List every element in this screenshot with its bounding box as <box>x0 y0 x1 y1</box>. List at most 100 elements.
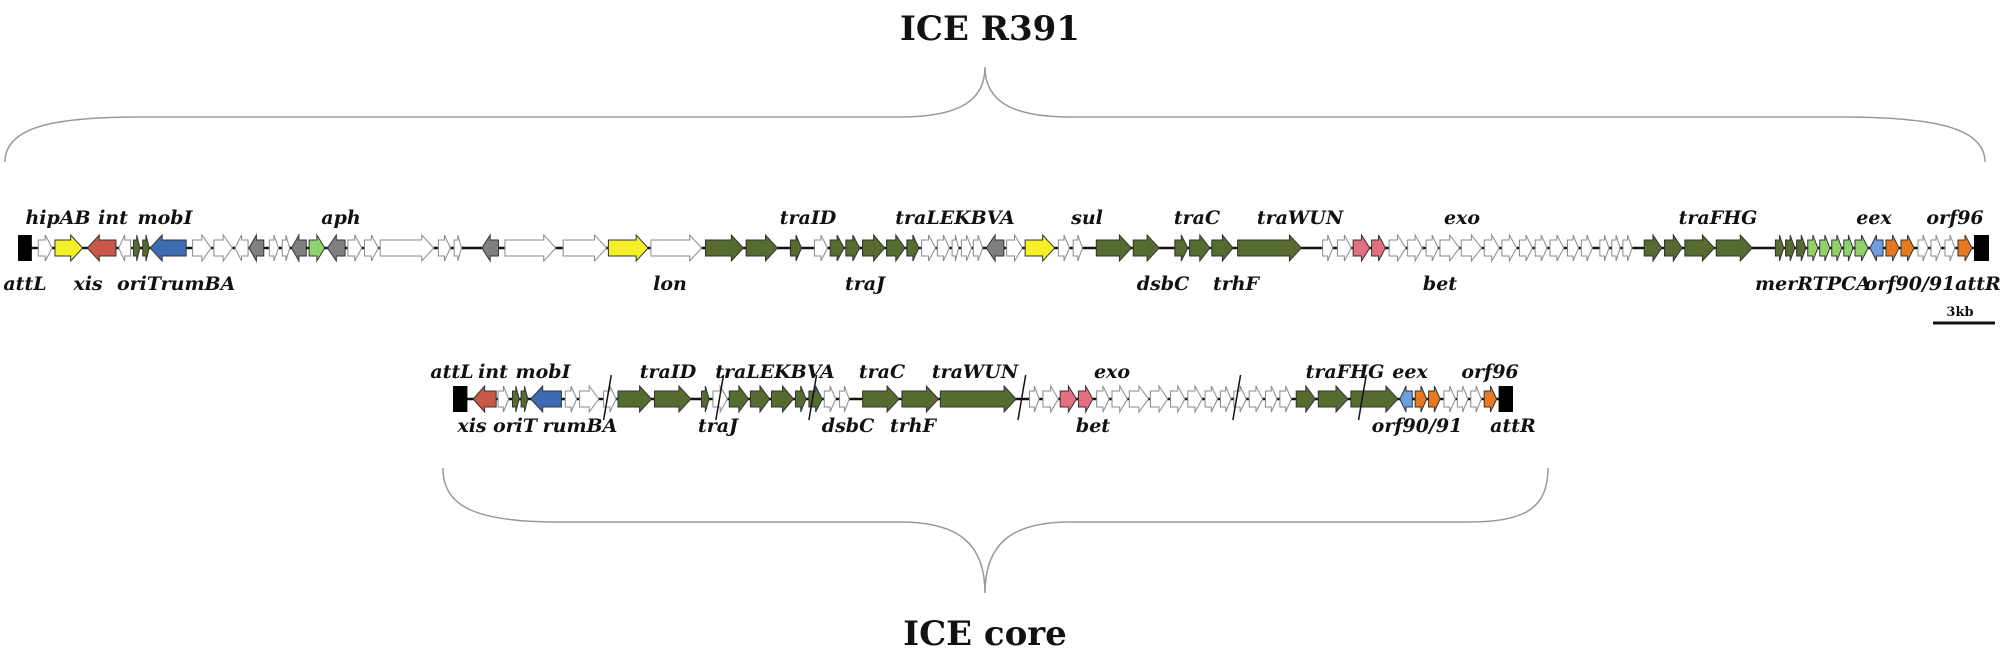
gene-arrow-white <box>281 234 291 262</box>
gene-arrow-white <box>1336 234 1352 262</box>
gene-arrow-green <box>886 233 906 263</box>
gene-arrow-red <box>472 384 497 414</box>
label-orf96: orf96 <box>1926 207 1983 229</box>
core-label-trafhg: traFHG <box>1306 361 1385 383</box>
gene-arrow-yellow <box>607 233 649 263</box>
gene-arrow-gray <box>290 233 307 263</box>
label-rumba: rumBA <box>161 273 236 295</box>
gene-arrow-green <box>745 233 779 263</box>
label-trafhg: traFHG <box>1679 207 1758 229</box>
gene-arrow-white <box>1170 384 1186 414</box>
gene-arrow-white <box>1265 385 1278 413</box>
label-exo: exo <box>1444 207 1480 229</box>
gene-arrow-white <box>1322 234 1334 262</box>
brace-bottom <box>442 467 1549 594</box>
gene-arrow-orange <box>1957 234 1973 262</box>
gene-arrow-white <box>1029 385 1040 413</box>
gene-arrow-green <box>749 384 771 414</box>
gene-arrow-white <box>1501 233 1518 263</box>
gene-arrow-pink <box>1371 234 1387 262</box>
core-label-orit: oriT <box>493 415 539 437</box>
gene-arrow-white <box>1470 385 1482 413</box>
core-label-traj: traJ <box>698 415 740 437</box>
core-label-int: int <box>478 361 508 383</box>
brace-top <box>4 66 1986 163</box>
gene-arrow-orange <box>1414 385 1428 413</box>
gene-arrow-white <box>1443 385 1456 413</box>
gene-arrow-white <box>234 234 249 262</box>
core-label-trac: traC <box>859 361 905 383</box>
gene-arrow-lightblue <box>1869 234 1884 262</box>
label-traj: traJ <box>845 273 887 295</box>
gene-arrow-white <box>1622 234 1633 262</box>
gene-arrow-white <box>504 233 557 263</box>
gene-arrow-green <box>1095 233 1133 263</box>
label-attr: attR <box>1955 273 2000 295</box>
core-label-eex: eex <box>1392 361 1428 383</box>
gene-arrow-white <box>1057 234 1071 262</box>
gene-arrow-gray <box>248 233 265 263</box>
gene-arrow-white <box>1439 233 1461 263</box>
title-ice-core: ICE core <box>903 614 1067 654</box>
gene-arrow-white <box>823 385 837 413</box>
gene-arrow-green <box>939 384 1017 414</box>
gene-arrow-gray <box>481 233 499 263</box>
gene-arrow-white <box>1944 234 1956 262</box>
gene-arrow-green <box>704 233 744 263</box>
label-trhf: trhF <box>1213 273 1261 295</box>
gene-arrow-white <box>921 234 937 262</box>
label-int: int <box>98 207 128 229</box>
gene-arrow-white <box>1456 385 1469 413</box>
core-label-mobi: mobI <box>516 361 572 383</box>
gene-arrow-white <box>1611 234 1621 262</box>
gene-arrow-green <box>1132 233 1160 263</box>
label-xis: xis <box>72 273 103 295</box>
break-mark <box>1232 374 1242 421</box>
gene-arrow-pink <box>1352 233 1371 263</box>
gene-arrow-red <box>86 233 117 263</box>
gene-arrow-green <box>1774 234 1785 262</box>
gene-arrow-white <box>1072 234 1083 262</box>
gene-arrow-white <box>437 234 451 262</box>
break-mark <box>1357 374 1367 421</box>
gene-track-core <box>453 384 1513 414</box>
label-trawun: traWUN <box>1257 207 1344 229</box>
gene-arrow-green <box>1664 233 1683 263</box>
gene-arrow-orange <box>1483 385 1498 413</box>
gene-arrow-white <box>1580 234 1593 262</box>
gene-arrow-white <box>1518 234 1533 262</box>
gene-arrow-white <box>1599 234 1610 262</box>
gene-arrow-green <box>1785 234 1796 262</box>
gene-arrow-white <box>1149 384 1169 414</box>
core-label-trawun: traWUN <box>932 361 1019 383</box>
gene-arrow-green <box>511 385 520 413</box>
gene-arrow-yellow <box>54 233 84 263</box>
gene-arrow-white <box>1006 233 1023 263</box>
gene-arrow-white <box>118 234 132 262</box>
core-label-attl: attL <box>430 361 473 383</box>
gene-arrow-white <box>1460 233 1483 263</box>
gene-arrow-white <box>564 385 578 413</box>
gene-arrow-gray <box>985 233 1005 263</box>
gene-arrow-lightgreen <box>1831 234 1843 262</box>
gene-arrow-green <box>794 385 807 413</box>
gene-arrow-green <box>1350 384 1399 414</box>
label-sul: sul <box>1070 207 1103 229</box>
gene-arrow-green <box>789 234 803 262</box>
core-label-dsbc: dsbC <box>822 415 874 437</box>
core-label-xis: xis <box>456 415 487 437</box>
gene-arrow-white <box>1483 233 1500 263</box>
gene-arrow-green <box>700 385 710 413</box>
att-site-box <box>453 386 468 412</box>
core-label-exo: exo <box>1094 361 1130 383</box>
gene-arrow-white <box>1425 234 1439 262</box>
gene-arrow-white <box>497 385 510 413</box>
gene-arrow-white <box>936 234 950 262</box>
gene-arrow-white <box>1187 385 1203 413</box>
gene-arrow-green <box>1643 233 1663 263</box>
core-label-bet: bet <box>1076 415 1110 437</box>
gene-arrow-white <box>192 233 212 263</box>
label-orf90-91: orf90/91 <box>1865 273 1956 295</box>
gene-arrow-pink <box>1077 384 1094 414</box>
